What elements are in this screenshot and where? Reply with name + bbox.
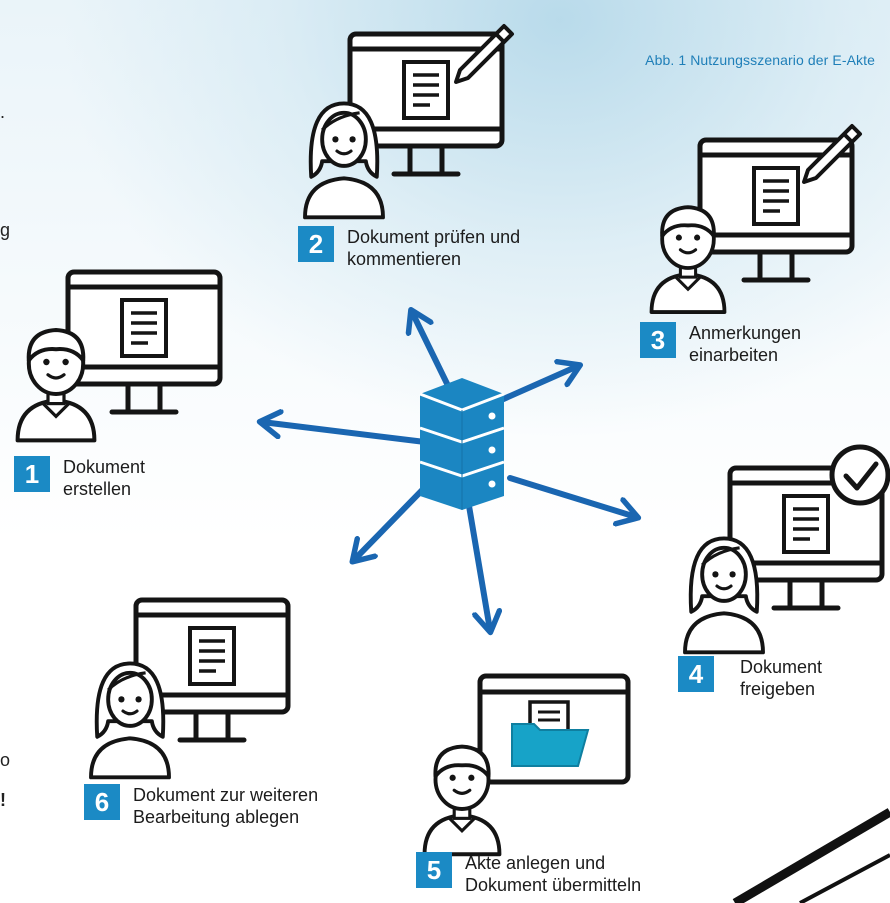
step-label-line: Dokument prüfen und: [347, 227, 521, 247]
step-label: Dokument zur weiteren Bearbeitung ablege…: [133, 784, 318, 828]
person-icon: [89, 661, 171, 780]
checkmark-icon: [829, 444, 890, 506]
step-number-badge: 5: [416, 852, 452, 888]
arrow-to-step-5: [465, 497, 490, 630]
scene-step-3: [649, 124, 862, 314]
text-fragment: g: [0, 220, 11, 240]
person-icon: [649, 205, 727, 314]
step-label-line: erstellen: [63, 479, 132, 499]
text-fragment: o: [0, 750, 11, 770]
person-icon: [303, 101, 385, 220]
scene-step-4: [683, 444, 890, 655]
step-3: 3 Anmerkungen einarbeiten: [640, 322, 801, 366]
person-icon: [683, 536, 765, 655]
step-label: Dokument erstellen: [63, 456, 145, 500]
step-number-badge: 4: [678, 656, 714, 692]
step-label-line: Anmerkungen: [689, 323, 802, 343]
step-label: Dokument freigeben: [740, 656, 822, 700]
step-6: 6 Dokument zur weiteren Bearbeitung able…: [84, 784, 318, 828]
arrow-to-step-1: [262, 422, 428, 445]
step-number-badge: 2: [298, 226, 334, 262]
arrow-to-step-6: [354, 477, 435, 560]
computer-icon: [68, 272, 220, 412]
step-label-line: Akte anlegen und: [465, 853, 606, 873]
step-label-line: Dokument zur weiteren: [133, 785, 319, 805]
arrow-to-step-4: [507, 475, 636, 517]
arrow-to-step-3: [487, 366, 578, 408]
database-icon: [419, 378, 505, 510]
step-4: 4 Dokument freigeben: [678, 656, 822, 700]
step-label-line: Dokument: [740, 657, 823, 677]
step-label-line: einarbeiten: [689, 345, 779, 365]
folder-icon: [511, 700, 590, 767]
scene-step-5: [422, 673, 631, 857]
step-label: Dokument prüfen und kommentieren: [347, 226, 520, 270]
person-icon: [422, 744, 502, 857]
step-number-badge: 6: [84, 784, 120, 820]
step-label-line: kommentieren: [347, 249, 462, 269]
step-label: Akte anlegen und Dokument übermitteln: [465, 852, 641, 896]
step-5: 5 Akte anlegen und Dokument übermitteln: [416, 852, 641, 896]
step-number-badge: 3: [640, 322, 676, 358]
step-label-line: freigeben: [740, 679, 816, 699]
scene-step-6: [89, 600, 288, 780]
scene-step-2: [303, 24, 514, 220]
step-2: 2 Dokument prüfen und kommentieren: [298, 226, 520, 270]
step-number-badge: 1: [14, 456, 50, 492]
decorative-stroke: [732, 808, 890, 903]
step-label-line: Dokument übermitteln: [465, 875, 642, 895]
decorative-stroke: [799, 853, 890, 903]
figure-caption: Abb. 1 Nutzungsszenario der E-Akte: [645, 52, 875, 68]
step-label-line: Dokument: [63, 457, 146, 477]
step-label: Anmerkungen einarbeiten: [689, 322, 801, 366]
step-1: 1 Dokument erstellen: [14, 456, 145, 500]
text-fragment: !: [0, 790, 6, 810]
scene-step-1: [18, 272, 220, 440]
text-fragment: .: [0, 102, 6, 122]
step-label-line: Bearbeitung ablegen: [133, 807, 300, 827]
